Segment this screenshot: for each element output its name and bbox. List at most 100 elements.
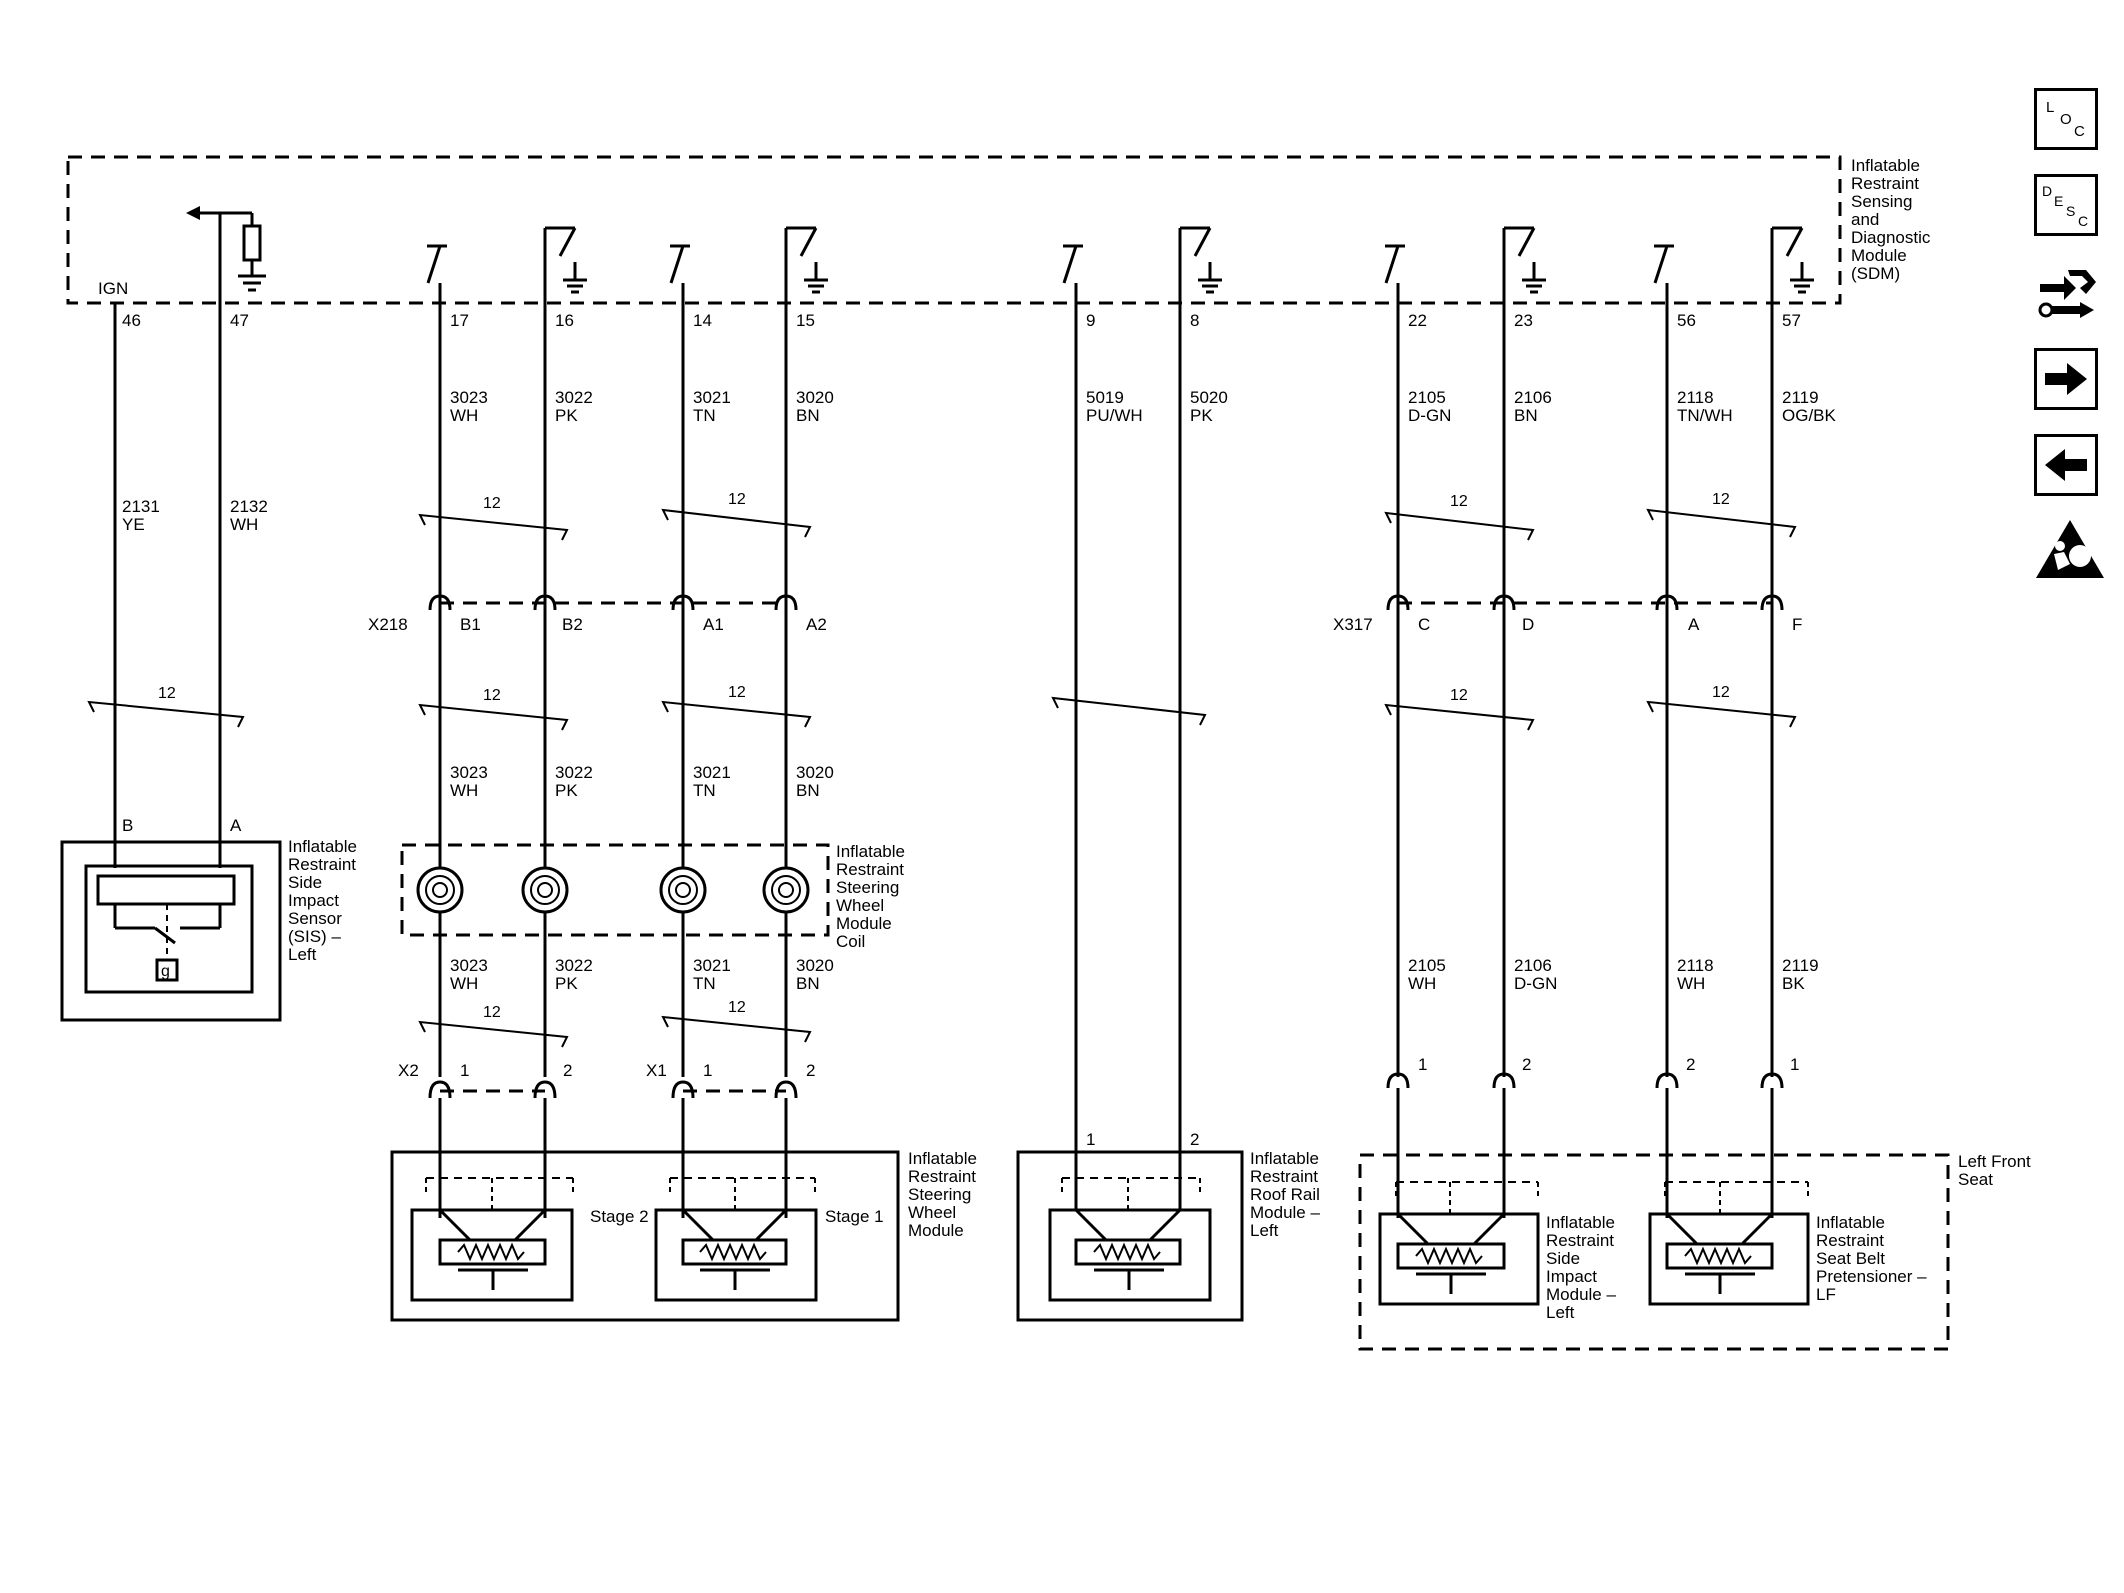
svg-text:X317: X317 bbox=[1333, 615, 1373, 634]
svg-text:1: 1 bbox=[1790, 1055, 1799, 1074]
svg-text:WH: WH bbox=[450, 406, 478, 425]
steering-coil bbox=[400, 843, 830, 937]
svg-text:Impact: Impact bbox=[1546, 1267, 1597, 1286]
left-front-seat bbox=[1358, 1153, 1950, 1351]
svg-text:46: 46 bbox=[122, 311, 141, 330]
next-page-button[interactable] bbox=[2034, 348, 2098, 410]
svg-text:Sensing: Sensing bbox=[1851, 192, 1912, 211]
svg-text:E: E bbox=[2054, 193, 2063, 209]
svg-text:2118: 2118 bbox=[1677, 956, 1714, 975]
svg-text:2131: 2131 bbox=[122, 497, 160, 516]
svg-text:Module –: Module – bbox=[1546, 1285, 1616, 1304]
svg-text:3021: 3021 bbox=[693, 763, 731, 782]
svg-text:3020: 3020 bbox=[796, 956, 834, 975]
svg-text:Coil: Coil bbox=[836, 932, 865, 951]
svg-text:22: 22 bbox=[1408, 311, 1427, 330]
svg-text:PK: PK bbox=[555, 974, 578, 993]
svg-text:12: 12 bbox=[728, 999, 746, 1016]
svg-text:Module –: Module – bbox=[1250, 1203, 1320, 1222]
svg-text:16: 16 bbox=[555, 311, 574, 330]
svg-text:12: 12 bbox=[158, 685, 176, 702]
svg-text:OG/BK: OG/BK bbox=[1782, 406, 1837, 425]
svg-text:3022: 3022 bbox=[555, 956, 593, 975]
svg-text:D-GN: D-GN bbox=[1514, 974, 1557, 993]
steering-wheel-module: Stage 2 Stage 1 bbox=[390, 1150, 900, 1322]
svg-text:C: C bbox=[2078, 213, 2088, 229]
svg-text:F: F bbox=[1792, 615, 1802, 634]
svg-text:TN/WH: TN/WH bbox=[1677, 406, 1733, 425]
wires-lower bbox=[438, 1088, 1774, 1218]
svg-text:Restraint: Restraint bbox=[1816, 1231, 1884, 1250]
sis-label: Inflatable Restraint Side Impact Sensor … bbox=[288, 837, 357, 964]
svg-text:12: 12 bbox=[728, 491, 746, 508]
svg-text:47: 47 bbox=[230, 311, 249, 330]
connector-end-view-icon bbox=[2038, 270, 2096, 318]
svg-text:C: C bbox=[2074, 123, 2085, 140]
connector-x1: X1 1 2 bbox=[646, 1061, 815, 1099]
svg-text:15: 15 bbox=[796, 311, 815, 330]
seat-label: Left Front Seat bbox=[1958, 1152, 2031, 1189]
coil-label: Inflatable Restraint Steering Wheel Modu… bbox=[836, 842, 905, 951]
desc-icon: D E S C bbox=[2042, 183, 2088, 229]
location-button[interactable]: L O C bbox=[2034, 88, 2098, 150]
svg-text:Seat Belt: Seat Belt bbox=[1816, 1249, 1885, 1268]
svg-text:12: 12 bbox=[483, 1004, 501, 1021]
coil-spiral bbox=[416, 866, 810, 914]
side-impact-module-label: Inflatable Restraint Side Impact Module … bbox=[1546, 1213, 1616, 1322]
svg-text:Stage 2: Stage 2 bbox=[590, 1207, 649, 1226]
svg-text:C: C bbox=[1418, 615, 1430, 634]
svg-text:8: 8 bbox=[1190, 311, 1199, 330]
svg-text:14: 14 bbox=[693, 311, 712, 330]
svg-text:1: 1 bbox=[1418, 1055, 1427, 1074]
svg-text:1: 1 bbox=[460, 1061, 469, 1080]
sis-sensor: B A g bbox=[60, 816, 282, 1022]
svg-text:Stage 1: Stage 1 bbox=[825, 1207, 884, 1226]
svg-text:Impact: Impact bbox=[288, 891, 339, 910]
svg-text:Inflatable: Inflatable bbox=[1851, 156, 1920, 175]
svg-text:D: D bbox=[2042, 183, 2052, 199]
svg-text:2105: 2105 bbox=[1408, 388, 1446, 407]
connector-end-view-button[interactable] bbox=[2034, 262, 2100, 328]
svg-text:LF: LF bbox=[1816, 1285, 1836, 1304]
svg-text:Inflatable: Inflatable bbox=[1816, 1213, 1885, 1232]
previous-arrow-icon bbox=[2045, 449, 2087, 481]
svg-text:Inflatable: Inflatable bbox=[1250, 1149, 1319, 1168]
svg-text:WH: WH bbox=[450, 781, 478, 800]
svg-text:Sensor: Sensor bbox=[288, 909, 342, 928]
svg-text:(SIS) –: (SIS) – bbox=[288, 927, 341, 946]
svg-text:BK: BK bbox=[1782, 974, 1805, 993]
svg-text:Restraint: Restraint bbox=[1546, 1231, 1614, 1250]
svg-text:3022: 3022 bbox=[555, 388, 593, 407]
sdm-internal-switches bbox=[426, 226, 1814, 294]
svg-text:A2: A2 bbox=[806, 615, 827, 634]
svg-text:Side: Side bbox=[288, 873, 322, 892]
svg-text:Restraint: Restraint bbox=[1851, 174, 1919, 193]
svg-text:(SDM): (SDM) bbox=[1851, 264, 1900, 283]
roof-rail-module: 1 2 bbox=[1016, 1130, 1244, 1322]
svg-text:PK: PK bbox=[555, 781, 578, 800]
svg-text:3020: 3020 bbox=[796, 388, 834, 407]
svg-text:Left: Left bbox=[1250, 1221, 1279, 1240]
airbag-warning-button[interactable] bbox=[2034, 516, 2106, 582]
svg-text:PK: PK bbox=[555, 406, 578, 425]
svg-text:X1: X1 bbox=[646, 1061, 667, 1080]
svg-text:Inflatable: Inflatable bbox=[836, 842, 905, 861]
svg-text:2106: 2106 bbox=[1514, 388, 1552, 407]
svg-text:12: 12 bbox=[483, 687, 501, 704]
svg-text:A: A bbox=[230, 816, 242, 835]
svg-text:12: 12 bbox=[1712, 491, 1730, 508]
previous-page-button[interactable] bbox=[2034, 434, 2098, 496]
sdm-label: Inflatable Restraint Sensing and Diagnos… bbox=[1851, 156, 1931, 283]
svg-text:2: 2 bbox=[563, 1061, 572, 1080]
steering-module-label: Inflatable Restraint Steering Wheel Modu… bbox=[908, 1149, 977, 1240]
description-button[interactable]: D E S C bbox=[2034, 174, 2098, 236]
svg-text:A1: A1 bbox=[703, 615, 724, 634]
svg-text:YE: YE bbox=[122, 515, 145, 534]
svg-text:B: B bbox=[122, 816, 133, 835]
seat-connectors: 1 2 2 1 bbox=[1386, 1055, 1799, 1089]
svg-text:TN: TN bbox=[693, 406, 716, 425]
svg-text:WH: WH bbox=[230, 515, 258, 534]
